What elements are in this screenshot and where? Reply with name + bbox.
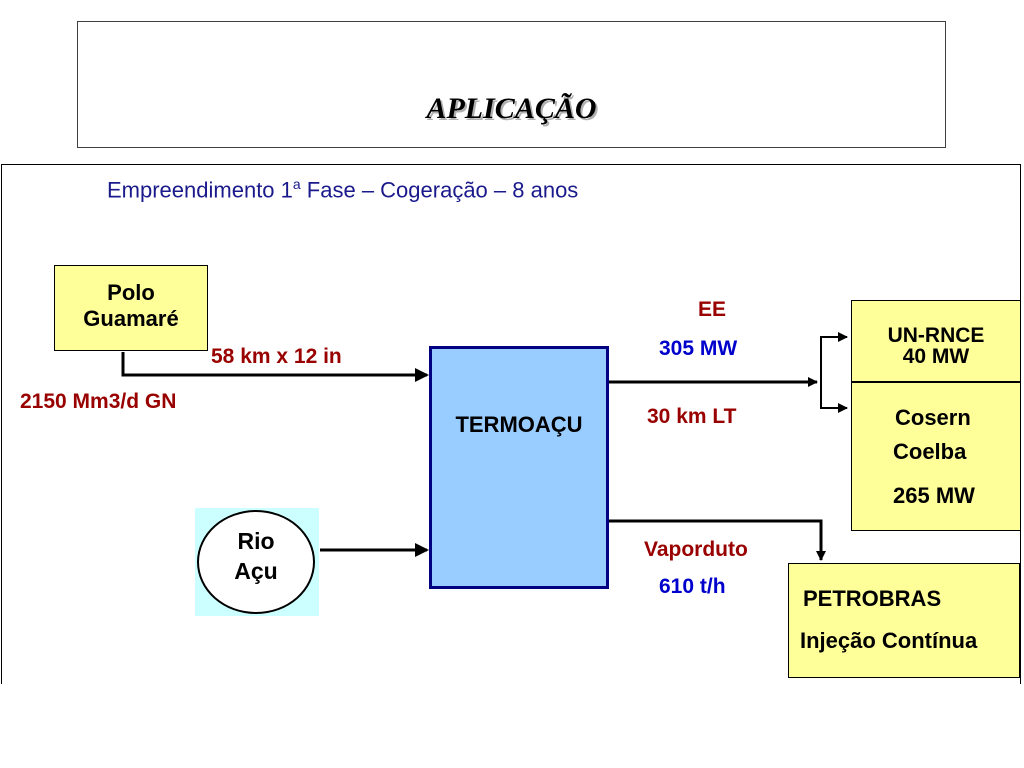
- node-termoacu: TERMOAÇU: [429, 346, 609, 589]
- ee-label: EE: [698, 298, 727, 321]
- petrobras-line1: PETROBRAS: [803, 586, 942, 611]
- node-polo-guamare: Polo Guamaré: [54, 265, 208, 351]
- petrobras-line2: Injeção Contínua: [800, 628, 978, 653]
- split-to-unrnce-arrow: [820, 332, 848, 408]
- gas-flow-label: 2150 Mm3/d GN: [20, 390, 177, 413]
- title-box: APLICAÇÃO: [77, 21, 946, 148]
- pipeline-label: 58 km x 12 in: [211, 345, 342, 368]
- polo-line1: Polo: [107, 280, 155, 305]
- subtitle-main: Empreendimento 1: [107, 177, 293, 203]
- vapor-label: Vaporduto: [644, 538, 748, 561]
- split-to-cosern-arrow: [820, 350, 848, 413]
- line-length-label: 30 km LT: [647, 405, 737, 428]
- unrnce-line1: UN-RNCE: [887, 324, 985, 347]
- unrnce-line2: 40 MW: [902, 345, 970, 368]
- cosern-line1: Cosern: [895, 405, 971, 430]
- subtitle-sup: a: [292, 176, 301, 192]
- node-cosern-coelba: Cosern Coelba 265 MW: [851, 382, 1021, 531]
- vapor-pipeline-arrow: [609, 519, 826, 561]
- rio-line2: Açu: [234, 558, 278, 584]
- ee-power-label: 305 MW: [659, 337, 738, 360]
- diagram-subtitle: Empreendimento 1a Fase – Cogeração – 8 a…: [107, 176, 578, 203]
- subtitle-rest: Fase – Cogeração – 8 anos: [300, 177, 579, 203]
- rio-line1: Rio: [237, 528, 275, 554]
- node-rio-acu: Rio Açu: [197, 510, 315, 614]
- vapor-flow-label: 610 t/h: [659, 575, 726, 598]
- page-title: APLICAÇÃO: [426, 92, 597, 125]
- termoacu-label: TERMOAÇU: [455, 412, 583, 437]
- cosern-line3: 265 MW: [893, 483, 975, 508]
- node-petrobras: PETROBRAS Injeção Contínua: [788, 563, 1020, 678]
- node-un-rnce: UN-RNCE 40 MW: [851, 300, 1021, 382]
- cosern-line2: Coelba: [893, 439, 967, 464]
- polo-line2: Guamaré: [83, 306, 179, 331]
- gas-pipeline-arrow: [121, 352, 429, 382]
